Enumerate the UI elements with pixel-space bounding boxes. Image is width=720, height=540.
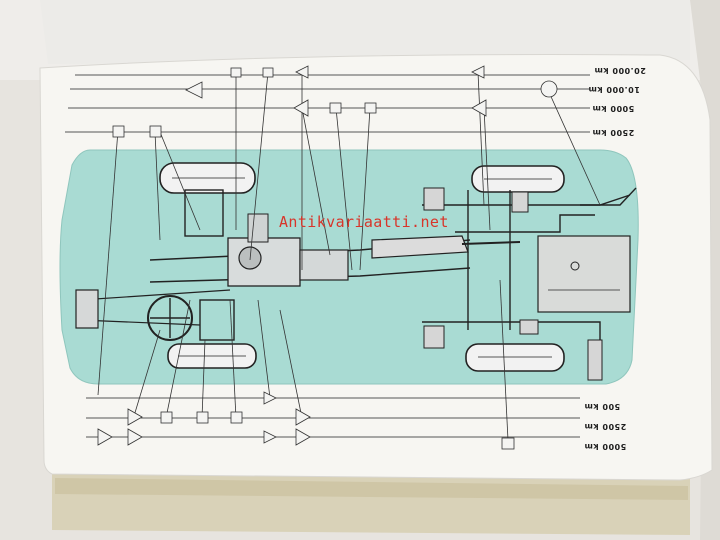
top-markers — [112, 65, 558, 138]
rear-components — [423, 187, 603, 381]
book-page-stack — [55, 478, 688, 500]
engine — [227, 213, 349, 287]
bottom-label-1: 500 km — [584, 402, 621, 411]
fuel-tank — [537, 235, 631, 313]
upper-page-edge — [40, 0, 690, 64]
steering-wheel — [147, 295, 193, 341]
exhaust — [371, 235, 521, 259]
top-label-4: 2500 km — [592, 128, 635, 137]
bottom-markers — [97, 391, 515, 450]
top-label-1: 20.000 km — [594, 66, 646, 75]
top-label-2: 10.000 km — [588, 85, 640, 94]
bottom-label-3: 5000 km — [584, 442, 627, 451]
top-label-3: 5000 km — [592, 104, 635, 113]
bottom-label-2: 2500 km — [584, 422, 627, 431]
tire-treads — [172, 177, 552, 358]
pointer-lines — [97, 71, 601, 441]
chassis-panel — [59, 149, 639, 385]
watermark-text: Antikvariaatti.net — [279, 213, 449, 231]
